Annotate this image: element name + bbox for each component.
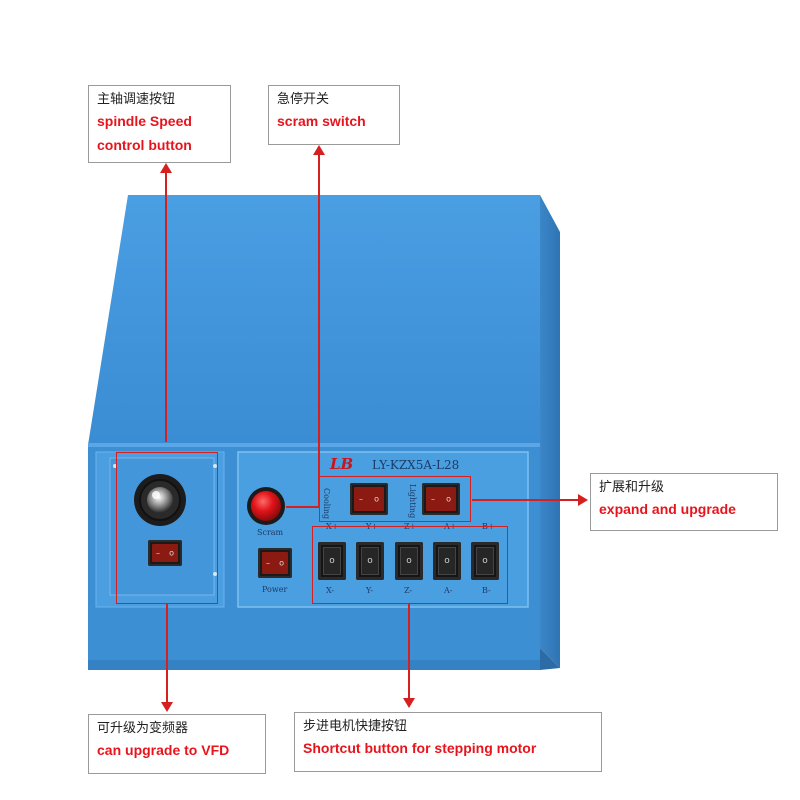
callout-spindle-en2: control button — [97, 137, 192, 153]
callout-spindle: 主轴调速按钮 spindle Speed control button — [88, 85, 231, 163]
lighting-switch[interactable]: – o — [422, 483, 460, 515]
callout-scram-en: scram switch — [277, 113, 366, 129]
callout-expand-en: expand and upgrade — [599, 501, 736, 517]
callout-spindle-en1: spindle Speed — [97, 113, 192, 129]
switch-mark: – — [431, 494, 435, 504]
cooling-switch[interactable]: – o — [350, 483, 388, 515]
axis-z-switch[interactable]: o — [395, 542, 423, 580]
switch-mark: o — [367, 556, 373, 566]
callout-scram: 急停开关 scram switch — [268, 85, 400, 145]
main-panel — [237, 451, 529, 608]
callout-stepper-cn: 步进电机快捷按钮 — [303, 719, 408, 734]
axis-label-a-minus: A- — [444, 586, 453, 595]
highlight-stepper-area — [312, 526, 508, 604]
axis-label-z-minus: Z- — [404, 586, 413, 595]
switch-mark: o — [446, 494, 451, 504]
axis-label-y-minus: Y- — [366, 586, 374, 595]
callout-stepper: 步进电机快捷按钮 Shortcut button for stepping mo… — [294, 712, 602, 772]
axis-y-switch[interactable]: o — [356, 542, 384, 580]
arrow-vfd — [166, 604, 168, 704]
axis-label-b-minus: B- — [482, 586, 491, 595]
switch-mark: o — [406, 556, 412, 566]
switch-mark: o — [169, 548, 174, 558]
switch-mark: o — [374, 494, 379, 504]
power-label: Power — [262, 585, 288, 594]
box-top — [88, 195, 540, 445]
arrow-scram — [318, 153, 320, 508]
switch-mark: o — [482, 556, 488, 566]
callout-vfd-en: can upgrade to VFD — [97, 742, 230, 758]
highlight-expand-area — [319, 476, 471, 522]
callout-vfd: 可升级为变频器 can upgrade to VFD — [88, 714, 266, 774]
axis-b-switch[interactable]: o — [471, 542, 499, 580]
arrow-head-down-icon — [403, 698, 415, 708]
axis-a-switch[interactable]: o — [433, 542, 461, 580]
callout-expand: 扩展和升级 expand and upgrade — [590, 473, 778, 531]
axis-label-x-minus: X- — [326, 586, 335, 595]
arrow-scram-link — [286, 506, 319, 508]
callout-expand-cn: 扩展和升级 — [599, 480, 665, 495]
cooling-label: Cooling — [322, 488, 331, 520]
scram-switch[interactable] — [247, 487, 285, 525]
highlight-spindle-area — [116, 452, 218, 604]
switch-mark: – — [156, 548, 160, 558]
box-side — [540, 195, 560, 668]
model-name: LY-KZX5A-L28 — [372, 458, 460, 472]
switch-mark: o — [279, 558, 284, 568]
arrow-expand — [472, 499, 580, 501]
arrow-head-up-icon — [313, 145, 325, 155]
switch-mark: o — [329, 556, 335, 566]
arrow-stepper — [408, 604, 410, 700]
axis-x-switch[interactable]: o — [318, 542, 346, 580]
callout-scram-cn: 急停开关 — [277, 92, 330, 107]
scram-label: Scram — [257, 528, 284, 537]
callout-vfd-cn: 可升级为变频器 — [97, 721, 189, 736]
callout-spindle-cn: 主轴调速按钮 — [97, 92, 176, 107]
arrow-head-up-icon — [160, 163, 172, 173]
power-switch[interactable]: – o — [258, 548, 292, 578]
arrow-head-right-icon — [578, 494, 588, 506]
arrow-head-down-icon — [161, 702, 173, 712]
switch-mark: o — [444, 556, 450, 566]
switch-mark: – — [266, 558, 270, 568]
lighting-label: Lighting — [408, 484, 417, 519]
switch-mark: – — [359, 494, 363, 504]
brand-logo: LB — [330, 455, 354, 473]
arrow-spindle — [165, 172, 167, 442]
callout-stepper-en: Shortcut button for stepping motor — [303, 740, 537, 756]
spindle-power-switch[interactable]: – o — [148, 540, 182, 566]
